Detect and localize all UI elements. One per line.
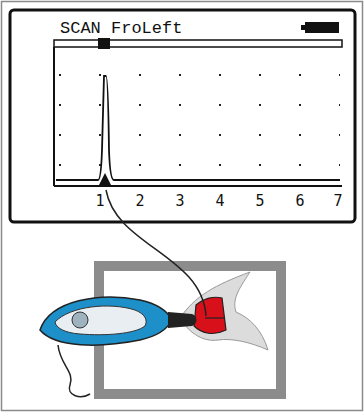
battery-tip [301, 25, 305, 30]
contact-area [194, 297, 226, 333]
axis-number: 5 [255, 194, 264, 209]
axis-number: 4 [215, 194, 224, 209]
garment [180, 272, 268, 350]
iron-handle [55, 306, 146, 335]
battery-icon [305, 22, 339, 33]
iron-body [40, 297, 172, 345]
iron-knob [72, 312, 88, 328]
display-frame [10, 10, 355, 222]
leader-line [106, 190, 206, 316]
axis-number: 3 [175, 194, 184, 209]
signal-peak [56, 76, 340, 180]
contact-line [205, 317, 225, 318]
x-axis [54, 185, 342, 187]
probe-tip [168, 312, 197, 328]
scroll-marker [98, 38, 110, 49]
axis-number: 1 [95, 194, 104, 209]
axis-number: 2 [135, 194, 144, 209]
peak-arrow [98, 173, 112, 187]
axis-number: 6 [295, 194, 304, 209]
scroll-track [54, 40, 342, 47]
cord [58, 345, 90, 397]
y-axis [53, 47, 55, 186]
display-title: SCAN FroLeft [60, 20, 182, 37]
grid-dots [56, 52, 340, 180]
axis-number: 7 [333, 194, 342, 209]
